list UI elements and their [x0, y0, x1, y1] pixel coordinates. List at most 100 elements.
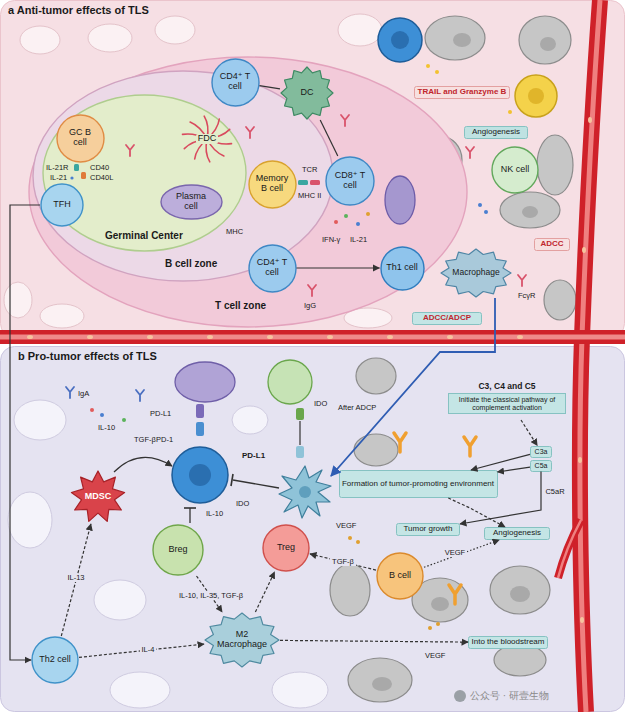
illustration-ellipse	[348, 658, 412, 702]
illustration-ellipse	[510, 586, 530, 602]
label-anchor: IL-21	[350, 236, 367, 244]
edge-label: TGF-β	[330, 558, 356, 566]
illustration-circle	[100, 413, 104, 417]
illustration-rect	[310, 180, 320, 185]
ellipse-outline	[32, 637, 78, 683]
illustration-rect	[196, 422, 204, 436]
ellipse-outline	[249, 245, 296, 292]
illustration-circle	[122, 418, 126, 422]
illustration-circle	[428, 626, 432, 630]
text-anchor: T cell zone	[215, 300, 266, 311]
annotation-label: IDO	[236, 500, 249, 508]
text-block: DC	[301, 88, 314, 98]
illustration-circle	[484, 210, 488, 214]
node-label: Angiogenesis	[472, 128, 520, 137]
illustration-ellipse	[431, 597, 449, 611]
panel-background	[1, 347, 625, 712]
illustration-ellipse	[490, 566, 550, 614]
annotation-label: VEGF	[425, 652, 445, 660]
illustration-ellipse	[544, 280, 576, 320]
illustration-circle	[515, 75, 557, 117]
edge-label: IL-13	[65, 574, 86, 582]
illustration-circle	[348, 536, 352, 540]
illustration-ellipse	[147, 335, 153, 339]
text-block: NK cell	[501, 165, 530, 175]
annotation-label: IgA	[78, 390, 89, 398]
illustration-ellipse	[517, 335, 523, 339]
illustration-rect	[74, 164, 79, 171]
node-label: MDSC	[85, 492, 112, 502]
text-block: M2 Macrophage	[217, 630, 267, 650]
node-label: C5a	[535, 462, 548, 470]
label-anchor: CD40	[90, 164, 109, 172]
node-heading: b Pro-tumor effects of TLS	[18, 350, 157, 362]
illustration-circle	[378, 18, 422, 62]
illustration-ellipse	[338, 14, 382, 46]
illustration-path	[189, 508, 190, 523]
effect-box: TRAIL and Granzyme B	[414, 86, 510, 99]
illustration-ellipse	[14, 400, 66, 440]
effect-box: ADCC/ADCP	[412, 312, 482, 325]
node-heading: T cell zone	[215, 300, 266, 311]
cell-circle: Treg	[262, 524, 310, 572]
annotation-label: VEGF	[336, 522, 356, 530]
node-outline	[28, 56, 468, 328]
process-box: Angiogenesis	[484, 527, 550, 540]
illustration-ellipse	[87, 335, 93, 339]
cell-circle: Th1 cell	[380, 246, 425, 291]
label-anchor: TCR	[302, 166, 317, 174]
node-label: Formation of tumor-promoting environment	[342, 480, 494, 489]
illustration-rect	[0, 330, 625, 344]
ellipse-outline	[29, 57, 467, 327]
illustration-rect	[81, 172, 86, 179]
mdsc-cell: MDSC	[70, 470, 126, 524]
illustration-ellipse	[372, 677, 392, 691]
text-block: B cell	[389, 571, 411, 581]
illustration-ellipse	[356, 358, 396, 394]
annotation-label: IL-10	[206, 510, 223, 518]
illustration-circle	[391, 31, 409, 49]
ellipse-outline	[153, 525, 203, 575]
text-block: Breg	[168, 545, 187, 555]
label-anchor: IFN-γ	[322, 236, 340, 244]
spiky-outline	[281, 67, 333, 119]
ellipse-outline	[326, 157, 374, 205]
cell-circle: Memory B cell	[248, 160, 297, 209]
label-anchor: CD40L	[90, 174, 113, 182]
illustration-ellipse	[425, 16, 485, 60]
node-label: NK cell	[501, 165, 530, 175]
illustration-circle	[356, 222, 360, 226]
text-block: TRAIL and Granzyme B	[418, 88, 507, 97]
edge-label: C5aR	[543, 488, 566, 496]
effect-box: ADCC	[534, 238, 570, 251]
annotation-label: CD40L	[90, 174, 113, 182]
annotation-label: MHC	[226, 228, 243, 236]
ellipse-outline	[492, 147, 538, 193]
illustration-circle	[478, 203, 482, 207]
label-anchor: MHC II	[298, 192, 321, 200]
illustration-circle	[90, 408, 94, 412]
cell-circle: Th2 cell	[31, 636, 79, 684]
complement-box: C3, C4 and C5Initiate the classical path…	[448, 376, 566, 420]
node-label: ADCC	[540, 240, 563, 249]
illustration-ellipse	[582, 247, 586, 253]
text-anchor: B cell zone	[165, 258, 217, 269]
cell-circle: NK cell	[491, 146, 539, 194]
illustration-circle	[436, 622, 440, 626]
spiky-outline	[441, 249, 511, 297]
node-label: CD4⁺ T cell	[254, 258, 289, 278]
dendritic-cell: DC	[280, 66, 334, 120]
illustration-rect	[298, 180, 308, 185]
cell-ellipse: Plasma cell	[160, 184, 223, 220]
illustration-circle	[454, 690, 466, 702]
node-label: C3a	[535, 448, 548, 456]
illustration-ellipse	[387, 335, 393, 339]
node-label: Into the bloodstream	[472, 638, 545, 647]
label-anchor: TGF-β	[134, 436, 156, 444]
text-block: C3a	[535, 448, 548, 456]
node-heading: Germinal Center	[105, 230, 183, 241]
text-block: GC B cell	[62, 128, 97, 148]
node-label: Macrophage	[452, 268, 499, 277]
annotation-label: IFN-γ	[322, 236, 340, 244]
